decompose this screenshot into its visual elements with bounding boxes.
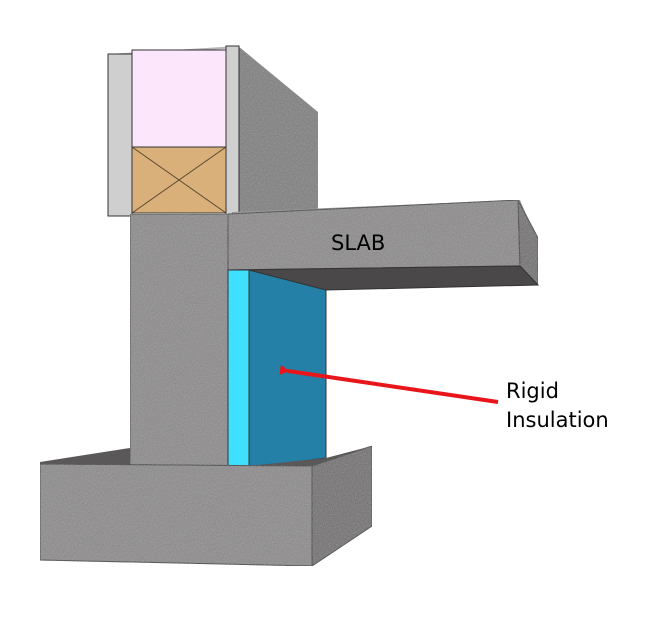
stem-wall-front [129,213,229,469]
insulation-callout: Rigid Insulation [279,364,609,432]
wall-side-face [238,46,318,216]
slab: SLAB [227,199,540,291]
arrow-icon [279,364,499,404]
footing-side-face [311,445,373,567]
footing [39,445,373,567]
rigid-insulation [227,269,327,469]
rigid-insulation-front [248,269,327,469]
right-sheathing [225,45,240,217]
insulation-label-line1: Rigid [506,379,559,403]
insulation-label-line2: Insulation [506,408,609,432]
slab-label: SLAB [331,231,385,255]
footing-front-face [39,463,313,567]
batt-insulation [131,49,227,148]
wood-sill-plate [131,146,227,214]
rigid-insulation-edge [227,269,250,469]
wall-above [107,45,318,217]
left-sheathing [107,53,133,217]
footing-top-right [228,446,372,468]
